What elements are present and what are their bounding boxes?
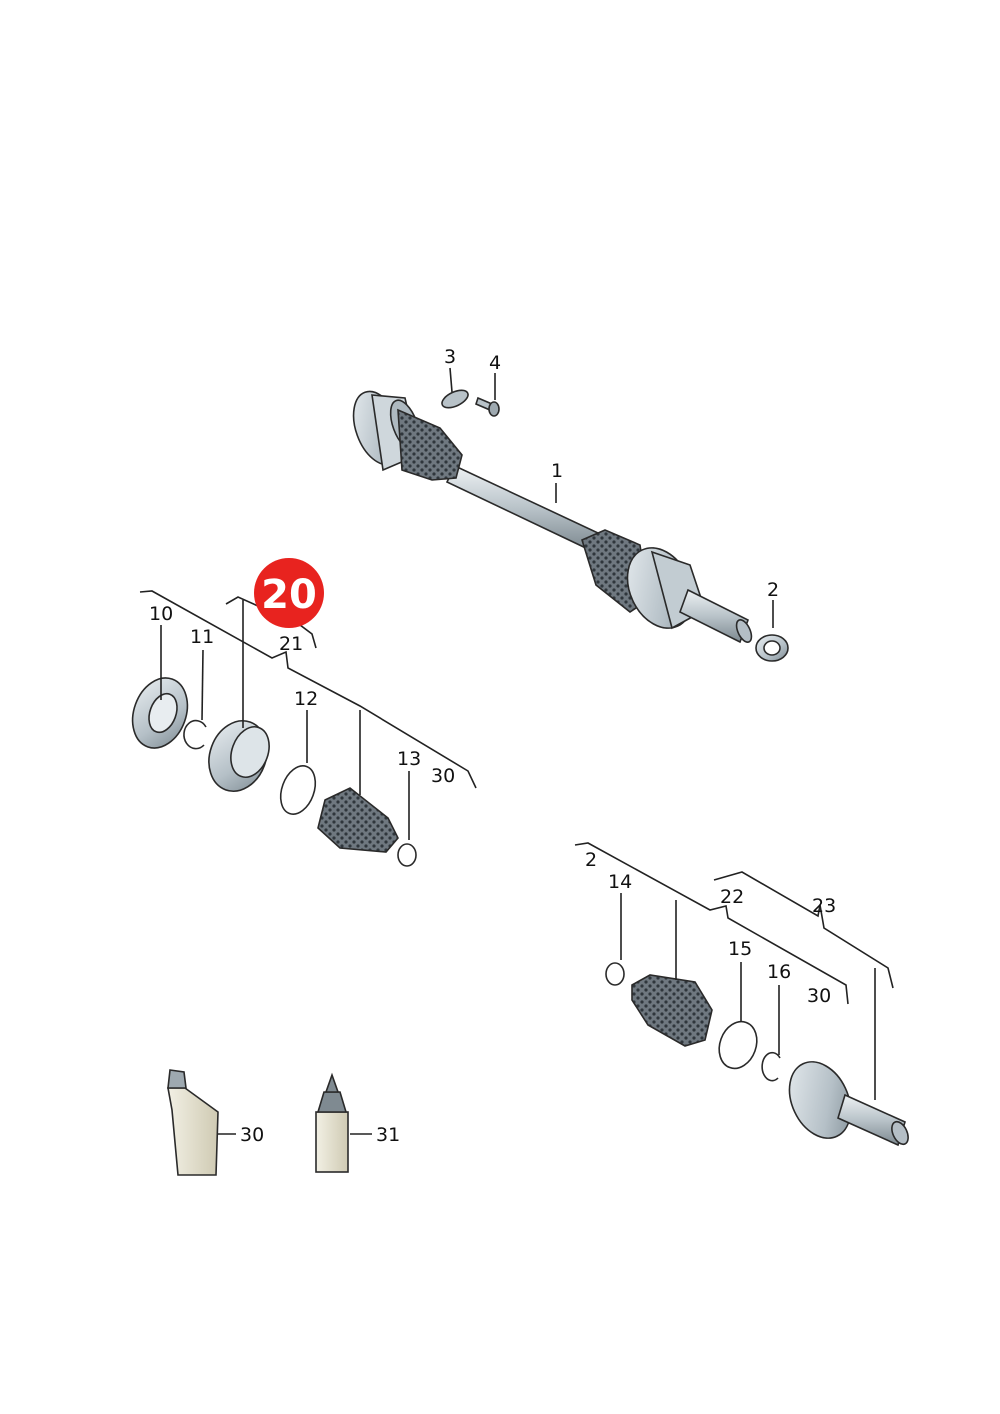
outer-cv-joint [626, 547, 753, 644]
callout-31: 31 [376, 1124, 400, 1146]
callout-11: 11 [190, 626, 214, 648]
callout-labels: 1 2 3 4 10 11 21 12 13 30 2 14 22 23 15 … [149, 346, 836, 1146]
highlight-circle [254, 558, 324, 628]
circlip-right [761, 1051, 781, 1082]
callout-30-right: 30 [807, 985, 831, 1007]
callout-22: 22 [720, 886, 744, 908]
collar-nut [755, 634, 789, 662]
callout-30-left: 30 [431, 765, 455, 787]
locking-plate [441, 389, 469, 409]
callout-3: 3 [444, 346, 456, 368]
sealant-bottle [315, 1072, 349, 1173]
callout-1: 1 [551, 460, 563, 482]
cover-flange [131, 677, 189, 749]
drive-shaft-assembly [352, 390, 753, 644]
callout-15: 15 [728, 938, 752, 960]
hose-clamp-large-right [718, 1020, 758, 1070]
highlight-marker-20: 20 [254, 558, 324, 628]
shaft-bar [445, 464, 600, 552]
callout-16: 16 [767, 961, 791, 983]
callout-23: 23 [812, 895, 836, 917]
inner-boot [397, 408, 463, 481]
bolt [475, 396, 500, 417]
callout-4: 4 [489, 352, 501, 374]
callout-30-tube: 30 [240, 1124, 264, 1146]
grease-tube [167, 1069, 219, 1176]
boot-left [317, 787, 399, 853]
hose-clamp-small-right [605, 962, 625, 986]
callout-2-group: 2 [585, 849, 597, 871]
hose-clamp-large-left [279, 765, 317, 815]
outer-cv-joint-loose [788, 1061, 909, 1147]
callout-13: 13 [397, 748, 421, 770]
highlight-label: 20 [261, 572, 317, 618]
callout-10: 10 [149, 603, 173, 625]
callout-12: 12 [294, 688, 318, 710]
hose-clamp-small-left [397, 843, 417, 867]
leader-lines [139, 367, 894, 1135]
callout-14: 14 [608, 871, 632, 893]
joint-housing-ring [208, 720, 270, 792]
callout-21: 21 [279, 633, 303, 655]
boot-right [631, 974, 713, 1047]
circlip-left [183, 719, 207, 750]
callout-2-shaft: 2 [767, 579, 779, 601]
